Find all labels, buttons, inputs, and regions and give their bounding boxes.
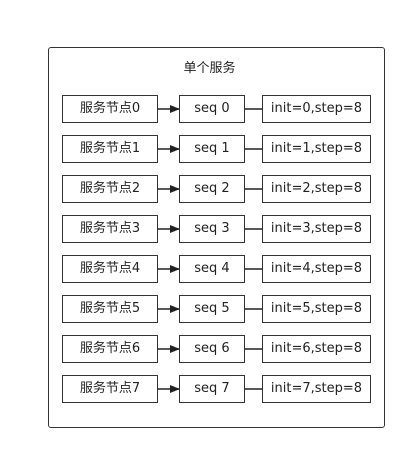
- seq-box: seq 6: [179, 335, 245, 363]
- service-title: 单个服务: [183, 61, 236, 76]
- seq-box: seq 5: [179, 295, 245, 323]
- service-node-box: 服务节点6: [62, 335, 158, 363]
- seq-box: seq 7: [179, 375, 245, 403]
- service-node-box: 服务节点3: [62, 215, 158, 243]
- init-step-box: init=6,step=8: [262, 335, 371, 363]
- service-container: [48, 47, 385, 428]
- init-step-box: init=0,step=8: [262, 95, 371, 123]
- service-node-box: 服务节点5: [62, 295, 158, 323]
- seq-box: seq 4: [179, 255, 245, 283]
- init-step-box: init=3,step=8: [262, 215, 371, 243]
- service-node-box: 服务节点0: [62, 95, 158, 123]
- seq-box: seq 0: [179, 95, 245, 123]
- init-step-box: init=7,step=8: [262, 375, 371, 403]
- service-node-box: 服务节点4: [62, 255, 158, 283]
- service-node-box: 服务节点7: [62, 375, 158, 403]
- init-step-box: init=1,step=8: [262, 135, 371, 163]
- init-step-box: init=2,step=8: [262, 175, 371, 203]
- init-step-box: init=5,step=8: [262, 295, 371, 323]
- service-node-box: 服务节点1: [62, 135, 158, 163]
- seq-box: seq 1: [179, 135, 245, 163]
- service-node-box: 服务节点2: [62, 175, 158, 203]
- seq-box: seq 3: [179, 215, 245, 243]
- init-step-box: init=4,step=8: [262, 255, 371, 283]
- seq-box: seq 2: [179, 175, 245, 203]
